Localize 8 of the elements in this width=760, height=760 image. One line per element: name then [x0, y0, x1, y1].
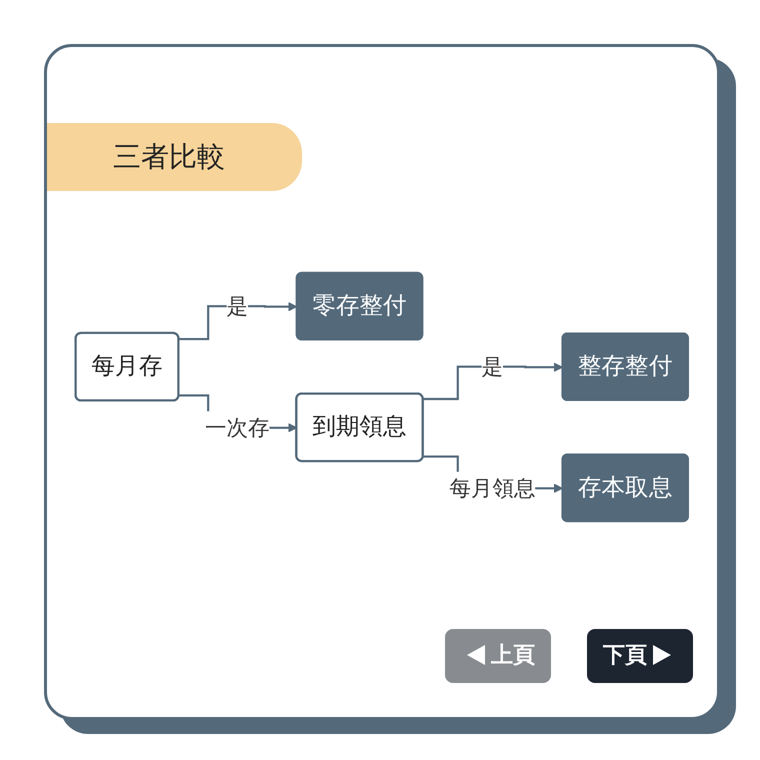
next-page-button: 下頁 [587, 629, 693, 683]
arrow [423, 362, 563, 400]
edge-label: 是 [226, 293, 248, 320]
edge-label: 每月領息 [450, 474, 536, 501]
title-banner: 三者比較 [47, 123, 302, 191]
edge-label: 是 [482, 354, 504, 380]
edge-label: 一次存 [205, 414, 270, 440]
previous-page-button: 上頁 [445, 629, 551, 683]
